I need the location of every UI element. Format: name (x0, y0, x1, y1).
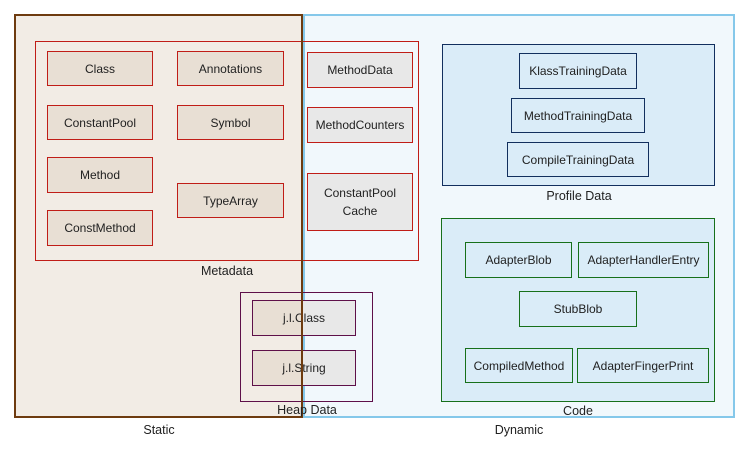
metadata-group-box (35, 41, 419, 261)
code-label: Code (563, 404, 593, 418)
node-annotations: Annotations (177, 51, 284, 86)
static-label: Static (143, 423, 175, 437)
node-methodcounters: MethodCounters (307, 107, 413, 143)
dynamic-label: Dynamic (494, 423, 544, 437)
profile-data-label: Profile Data (546, 189, 612, 203)
node-adapterhandlerentry: AdapterHandlerEntry (578, 242, 709, 278)
node-compiletrainingdata: CompileTrainingData (507, 142, 649, 177)
node-method: Method (47, 157, 153, 193)
node-constantpool-cache: ConstantPool Cache (307, 173, 413, 231)
node-klasstrainingdata: KlassTrainingData (519, 53, 637, 89)
node-jl-string: j.l.String (252, 350, 356, 386)
node-jl-class: j.l.Class (252, 300, 356, 336)
node-symbol: Symbol (177, 105, 284, 140)
heap-data-label: Heap Data (277, 403, 337, 417)
node-constantpool: ConstantPool (47, 105, 153, 140)
node-adapterfingerprint: AdapterFingerPrint (577, 348, 709, 383)
metadata-label: Metadata (200, 264, 254, 278)
node-class: Class (47, 51, 153, 86)
node-stubblob: StubBlob (519, 291, 637, 327)
heap-data-group-box (240, 292, 373, 402)
node-constmethod: ConstMethod (47, 210, 153, 246)
node-adapterblob: AdapterBlob (465, 242, 572, 278)
node-compiledmethod: CompiledMethod (465, 348, 573, 383)
node-methoddata: MethodData (307, 52, 413, 88)
node-methodtrainingdata: MethodTrainingData (511, 98, 645, 133)
node-typearray: TypeArray (177, 183, 284, 218)
